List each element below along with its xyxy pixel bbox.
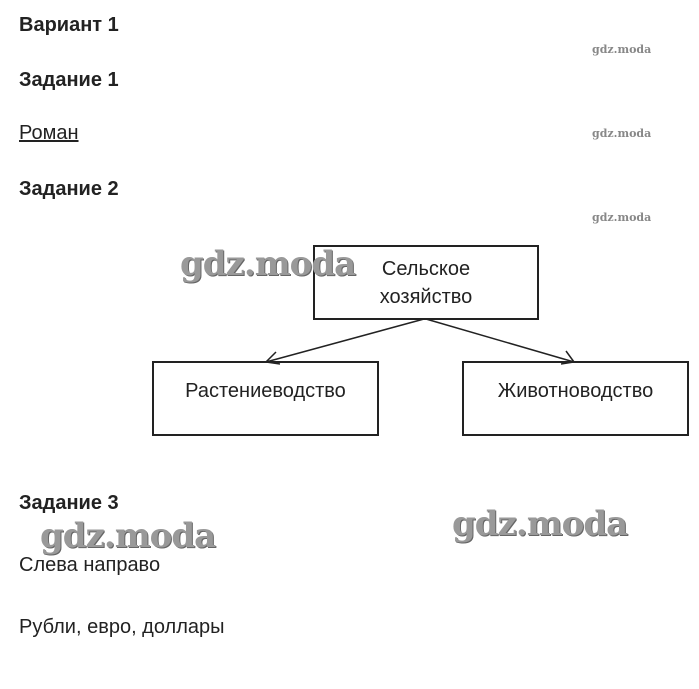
watermark-large: gdz.moda bbox=[40, 516, 216, 556]
watermark-small: gdz.moda bbox=[592, 43, 652, 56]
arrow-right bbox=[425, 318, 575, 363]
diagram-root-box: Сельское хозяйство bbox=[313, 245, 539, 320]
arrow-left bbox=[265, 318, 425, 363]
diagram-child-label: Растениеводство bbox=[185, 380, 346, 402]
diagram-child-box: Животноводство bbox=[462, 361, 689, 436]
diagram-child-box: Растениеводство bbox=[152, 361, 379, 436]
watermark-large: gdz.moda bbox=[452, 504, 628, 544]
task1-heading: Задание 1 bbox=[19, 69, 119, 91]
watermark-large: gdz.moda bbox=[180, 244, 356, 284]
task1-answer: Роман bbox=[19, 122, 79, 144]
variant-heading: Вариант 1 bbox=[19, 14, 119, 36]
diagram-root-label: Сельское хозяйство bbox=[379, 258, 473, 308]
task3-answer: Рубли, евро, доллары bbox=[19, 616, 225, 638]
diagram-child-label: Животноводство bbox=[497, 380, 654, 402]
task2-heading: Задание 2 bbox=[19, 178, 119, 200]
watermark-small: gdz.moda bbox=[592, 127, 652, 140]
task3-answer: Слева направо bbox=[19, 554, 161, 576]
watermark-small: gdz.moda bbox=[592, 211, 652, 224]
task3-heading: Задание 3 bbox=[19, 492, 119, 514]
